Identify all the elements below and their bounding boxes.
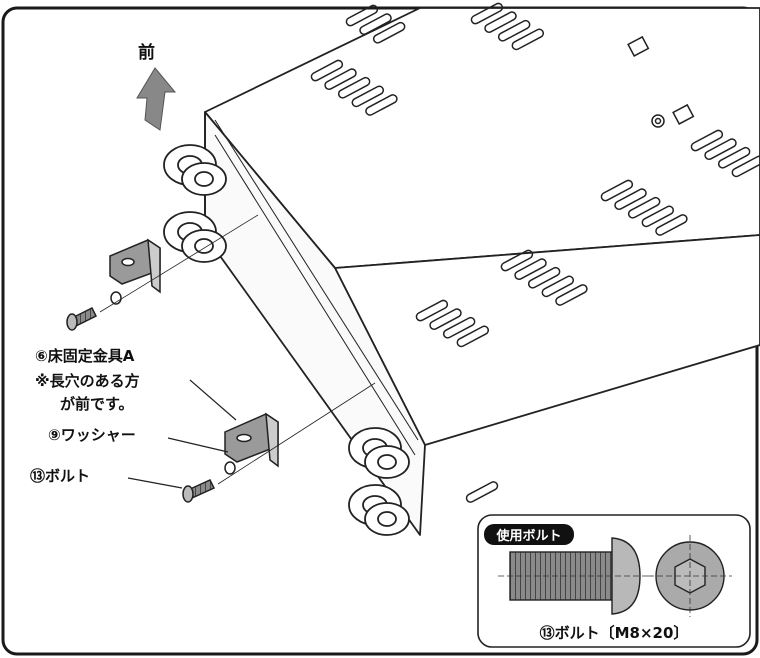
- upper-hardware: [66, 214, 259, 331]
- bracket-note-line2: が前です。: [60, 395, 134, 413]
- leader-lines: [127, 379, 237, 489]
- inset-caption: ⑬ボルト〔M8×20〕: [540, 624, 689, 642]
- casters: [163, 144, 410, 536]
- bolt-side-view-icon: [498, 537, 652, 615]
- front-arrow-icon: [136, 67, 177, 131]
- bracket-note-line1: ※長穴のある方: [35, 372, 140, 390]
- bolt-head-view-icon: [648, 535, 732, 617]
- bolt-inset: 使用ボルト ⑬ボルト〔M8×20〕: [477, 514, 751, 648]
- washer-label: ⑨ワッシャー: [48, 426, 136, 444]
- direction-label: 前: [138, 42, 155, 63]
- inset-badge: [484, 524, 574, 545]
- bracket-label: ⑥床固定金具A: [35, 347, 135, 365]
- bolt-label: ⑬ボルト: [30, 467, 90, 485]
- lower-hardware: [182, 382, 376, 503]
- vent-slots: [310, 2, 760, 503]
- inset-badge-label: 使用ボルト: [495, 528, 561, 544]
